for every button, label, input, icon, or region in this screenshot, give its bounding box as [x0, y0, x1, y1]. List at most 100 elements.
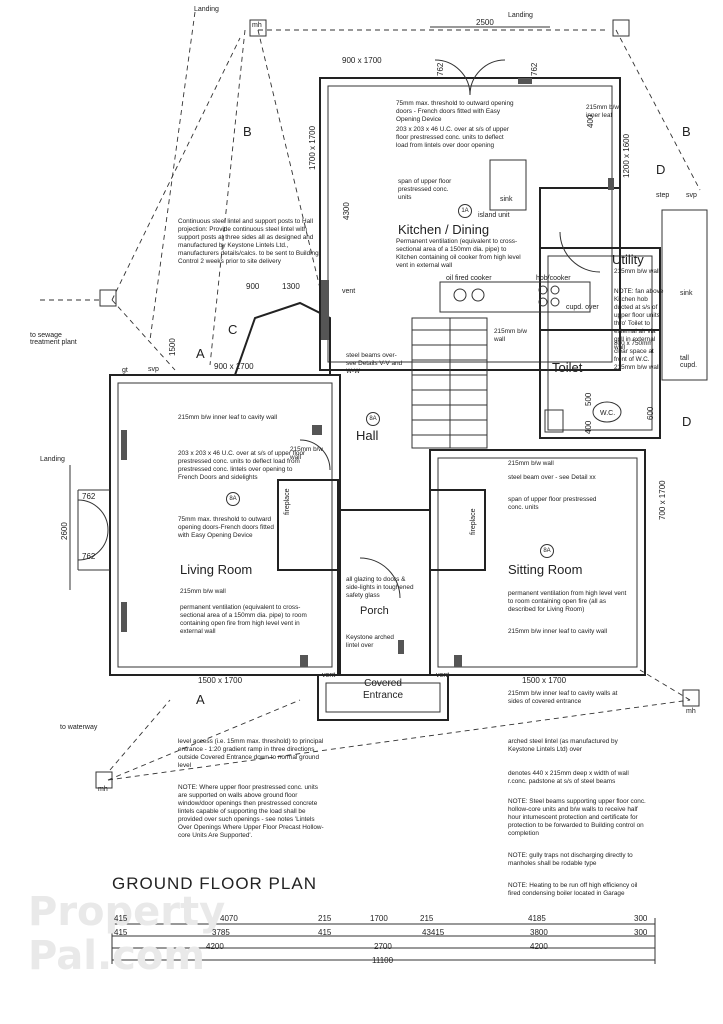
- note-wall-215-living: 215mm b/w wall: [180, 588, 226, 595]
- note-living-vent: permanent ventilation (equivalent to cro…: [180, 604, 307, 635]
- dim-window-top: 900 x 1700: [342, 56, 382, 65]
- note-span-top: span of upper floor prestressed conc. un…: [398, 178, 452, 201]
- vent-label-front: vent: [322, 672, 336, 679]
- to-waterway-label: to waterway: [60, 724, 98, 731]
- note-level-access: level access (i.e. 15mm max. threshold) …: [178, 738, 324, 769]
- dim-600: 600: [646, 406, 655, 420]
- dim-top-2500: 2500: [476, 18, 494, 27]
- note-uc-living: 203 x 203 x 46 U.C. over at s/s of upper…: [178, 450, 306, 481]
- fixture-sink: sink: [500, 196, 513, 203]
- dim-400-toilet: 400: [584, 420, 593, 434]
- note-left: NOTE: Where upper floor prestressed conc…: [178, 784, 324, 839]
- dim-762-b: 762: [530, 62, 539, 76]
- plan-title: GROUND FLOOR PLAN: [112, 874, 317, 893]
- manholes: [95, 19, 700, 789]
- vent-label-kitchen: vent: [342, 288, 356, 295]
- fixture-wc: W.C.: [600, 410, 616, 417]
- dim-window-sitting: 1500 x 1700: [522, 676, 567, 685]
- fireplaces: [277, 479, 486, 571]
- watermark-line-1: Property: [28, 889, 226, 935]
- dim-row2-2: 415: [318, 928, 332, 937]
- dim-window-700: 700 x 1700: [658, 480, 667, 520]
- toilet-fixtures: [544, 401, 622, 433]
- note-sitting-vent: permanent ventilation from high level ve…: [508, 590, 627, 613]
- dim-window-1200: 1200 x 1600: [622, 133, 631, 178]
- note-gully: NOTE: gully traps not discharging direct…: [508, 852, 633, 867]
- tag-living: 8A: [226, 492, 240, 506]
- dimension-lines: [69, 26, 656, 964]
- room-label-porch: Porch: [360, 605, 389, 617]
- note-utility-wall: 215mm b/w wall: [614, 268, 660, 275]
- note-wall-215-top: 215mm b/w inner leaf: [586, 104, 620, 119]
- porch-walls: [317, 509, 449, 721]
- section-marker-d-top: D: [656, 162, 666, 177]
- to-sewage-label: to sewage treatment plant: [30, 332, 77, 346]
- note-toilet-wall: 215mm b/w wall: [614, 364, 660, 371]
- note-sitting-inner: 215mm b/w inner leaf to cavity wall: [508, 628, 608, 635]
- landing-left: Landing: [40, 456, 65, 463]
- note-steel: NOTE: Steel beams supporting upper floor…: [508, 798, 646, 837]
- tag-1a: 1A: [458, 204, 472, 218]
- fixture-fireplace-living: fireplace: [284, 488, 291, 515]
- dim-row1-6: 300: [634, 914, 648, 923]
- dim-row2-3: 43415: [422, 928, 445, 937]
- vent-label-front-right: vent: [436, 672, 450, 679]
- note-vent-kitchen: Permanent ventilation (equivalent to cro…: [396, 238, 521, 269]
- note-threshold-living: 75mm max. threshold to outward opening d…: [178, 516, 274, 539]
- watermark-line-2: Pal.com: [28, 933, 206, 979]
- dim-row1-1: 4070: [220, 914, 238, 923]
- kitchen-units: [439, 159, 591, 313]
- note-span-sitting: span of upper floor prestressed conc. un…: [508, 496, 597, 511]
- section-marker-a-top: A: [196, 346, 205, 361]
- note-steel-beam-sitting: steel beam over - see Detail xx: [508, 474, 596, 481]
- note-steel-beams: steel beams over-see Details V-V and W-W: [346, 352, 403, 375]
- dim-window-living: 1500 x 1700: [198, 676, 243, 685]
- fixture-island-unit: island unit: [478, 212, 510, 219]
- room-label-covered-entrance: Covered Entrance: [362, 678, 404, 701]
- dim-2600: 2600: [60, 522, 69, 540]
- note-lintel: Continuous steel lintel and support post…: [178, 218, 319, 265]
- fixture-cupd-over: cupd. over: [566, 304, 599, 311]
- section-marker-b-right: B: [682, 124, 691, 139]
- room-label-kitchen: Kitchen / Dining: [398, 222, 490, 237]
- door-swings: [77, 59, 601, 571]
- dim-4300: 4300: [342, 202, 351, 220]
- dim-row1-2: 215: [318, 914, 332, 923]
- dim-row3-0: 4200: [206, 942, 224, 951]
- watermark: Property Pal.com: [28, 890, 225, 978]
- note-utility: NOTE: fan above Kitchen hob ducted at s/…: [614, 288, 664, 351]
- dim-400: 400: [586, 114, 595, 128]
- dim-900: 900: [246, 282, 260, 291]
- room-label-living: Living Room: [180, 562, 253, 577]
- mh-label-bottom-right: mh: [686, 708, 696, 715]
- dim-762-left-1: 762: [82, 492, 96, 501]
- dim-row1-5: 4185: [528, 914, 546, 923]
- gt-label-left: gt: [122, 367, 128, 374]
- room-label-toilet: Toilet: [552, 360, 583, 375]
- note-toilet-vent: 800 x 750mm clear space at front of W.C.: [614, 340, 654, 363]
- svp-label-left: svp: [148, 366, 159, 373]
- section-marker-d-bottom: D: [682, 414, 692, 429]
- room-label-utility: Utility: [612, 252, 644, 267]
- dim-500: 500: [584, 392, 593, 406]
- dim-row4-0: 11100: [372, 956, 394, 965]
- note-heating: NOTE: Heating to be run off high efficie…: [508, 882, 638, 897]
- dim-row1-3: 1700: [370, 914, 388, 923]
- dim-762-left-2: 762: [82, 552, 96, 561]
- tag-hall: 8A: [366, 412, 380, 426]
- site-label-top: Landing: [194, 6, 219, 13]
- tag-sitting: 8A: [540, 544, 554, 558]
- note-uc-top: 203 x 203 x 46 U.C. over at s/s of upper…: [396, 126, 509, 149]
- dim-row1-4: 215: [420, 914, 434, 923]
- fixture-hob: hob/cooker: [536, 275, 571, 282]
- section-marker-a-bottom: A: [196, 692, 205, 707]
- site-dashed-lines: [40, 11, 701, 781]
- dim-row3-2: 4200: [530, 942, 548, 951]
- dim-row3-1: 2700: [374, 942, 392, 951]
- dim-window-1700: 1700 x 1700: [308, 125, 317, 170]
- note-threshold-top: 75mm max. threshold to outward opening d…: [396, 100, 514, 123]
- utility-toilet-walls: [539, 209, 708, 439]
- note-wall-215-hall: 215mm b/w wall: [290, 446, 324, 461]
- fixture-sink-utility: sink: [680, 290, 693, 297]
